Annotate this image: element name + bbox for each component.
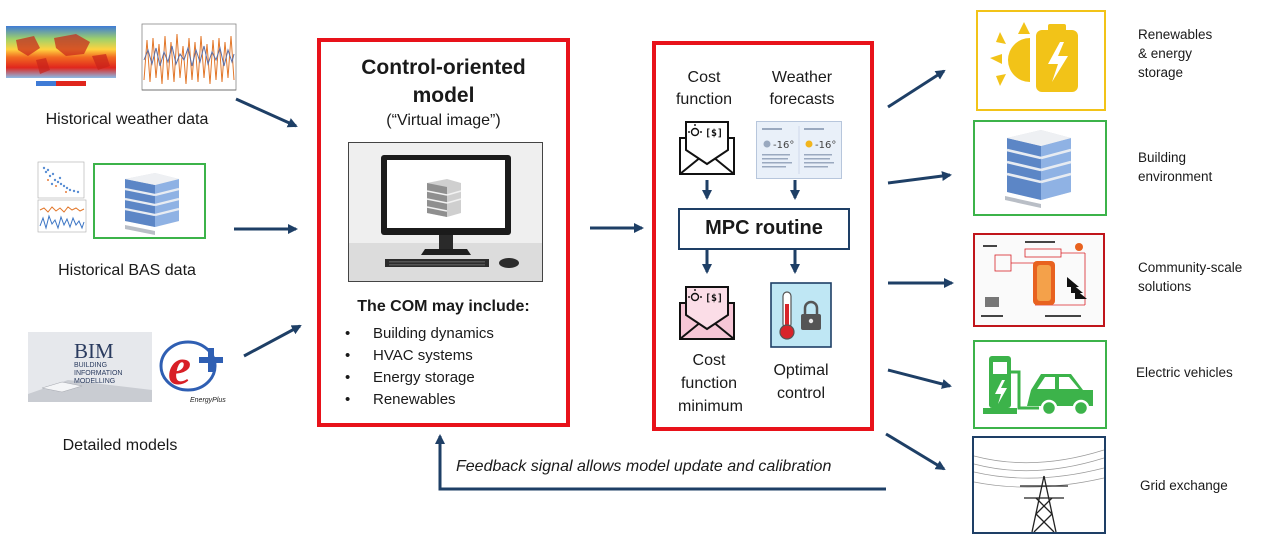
weather-timeseries-chart — [136, 20, 240, 98]
cost-minimum-envelope-icon: [$] — [678, 285, 736, 341]
bim-line-modelling: MODELLING — [74, 378, 115, 385]
com-box: Control-oriented model (“Virtual image”)… — [317, 38, 570, 427]
cost-envelope-icon: [$] — [678, 120, 736, 176]
weather-forecasts-label: Weather forecasts — [769, 69, 835, 108]
grid-tile — [972, 436, 1106, 534]
com-item-hvac-systems: HVAC systems — [343, 345, 494, 367]
com-subtitle: (“Virtual image”) — [386, 112, 501, 129]
com-title-line2: model — [412, 84, 475, 107]
renewables-tile — [976, 10, 1106, 111]
arrow-to-renewables — [887, 69, 946, 109]
com-may-include: The COM may include: — [357, 298, 530, 315]
svg-text:e: e — [168, 339, 191, 396]
com-title-line1: Control-oriented — [361, 56, 526, 79]
mpc-routine-box: MPC routine — [678, 208, 850, 250]
community-label: Community-scale solutions — [1138, 260, 1243, 294]
energyplus-label: EnergyPlus — [190, 397, 226, 404]
thermometer-lock-icon — [770, 282, 832, 348]
com-item-building-dynamics: Building dynamics — [343, 323, 494, 345]
arrow-models-to-com — [243, 324, 302, 358]
bas-timeseries-chart — [36, 198, 88, 234]
weather-map-image — [6, 26, 116, 90]
arrow-to-grid — [885, 432, 946, 471]
bim-line-information: INFORMATION — [74, 370, 122, 377]
cost-minimum-label: Cost function minimum — [678, 352, 743, 415]
com-items-list: Building dynamics HVAC systems Energy st… — [343, 323, 494, 411]
ev-tile — [973, 340, 1107, 429]
bas-building-frame — [93, 163, 206, 239]
arrow-to-building — [887, 171, 952, 185]
com-item-renewables: Renewables — [343, 389, 494, 411]
cost-money-glyph: [$] — [705, 128, 723, 139]
weather-forecast-card: -16° -16° — [756, 121, 842, 179]
bas-data-caption: Historical BAS data — [58, 262, 196, 279]
ev-label: Electric vehicles — [1136, 365, 1233, 380]
forecast-temp-left: -16° — [773, 140, 794, 151]
building-environment-label: Building environment — [1138, 150, 1213, 184]
grid-exchange-label: Grid exchange — [1140, 478, 1228, 493]
cost-function-label: Cost function — [675, 69, 733, 108]
monitor-image — [348, 142, 543, 282]
building-tile — [973, 120, 1107, 216]
mpc-box: Cost function Weather forecasts [$] -16°… — [652, 41, 874, 431]
bim-image: BIM BUILDING INFORMATION MODELLING — [28, 332, 152, 402]
energyplus-logo: e EnergyPlus — [156, 334, 228, 406]
community-tile — [973, 233, 1105, 327]
arrow-weather-to-com — [235, 97, 298, 128]
weather-data-caption: Historical weather data — [45, 111, 209, 128]
optimal-control-label: Optimal control — [773, 362, 829, 402]
minimum-money-glyph: [$] — [705, 293, 723, 304]
forecast-temp-right: -16° — [815, 140, 836, 151]
bas-scatter-chart — [36, 160, 86, 200]
bim-line-building: BUILDING — [74, 362, 107, 369]
bim-title-text: BIM — [74, 339, 114, 363]
com-item-energy-storage: Energy storage — [343, 367, 494, 389]
detailed-models-caption: Detailed models — [62, 437, 178, 454]
arrow-to-ev — [887, 368, 952, 389]
feedback-label: Feedback signal allows model update and … — [456, 458, 832, 475]
